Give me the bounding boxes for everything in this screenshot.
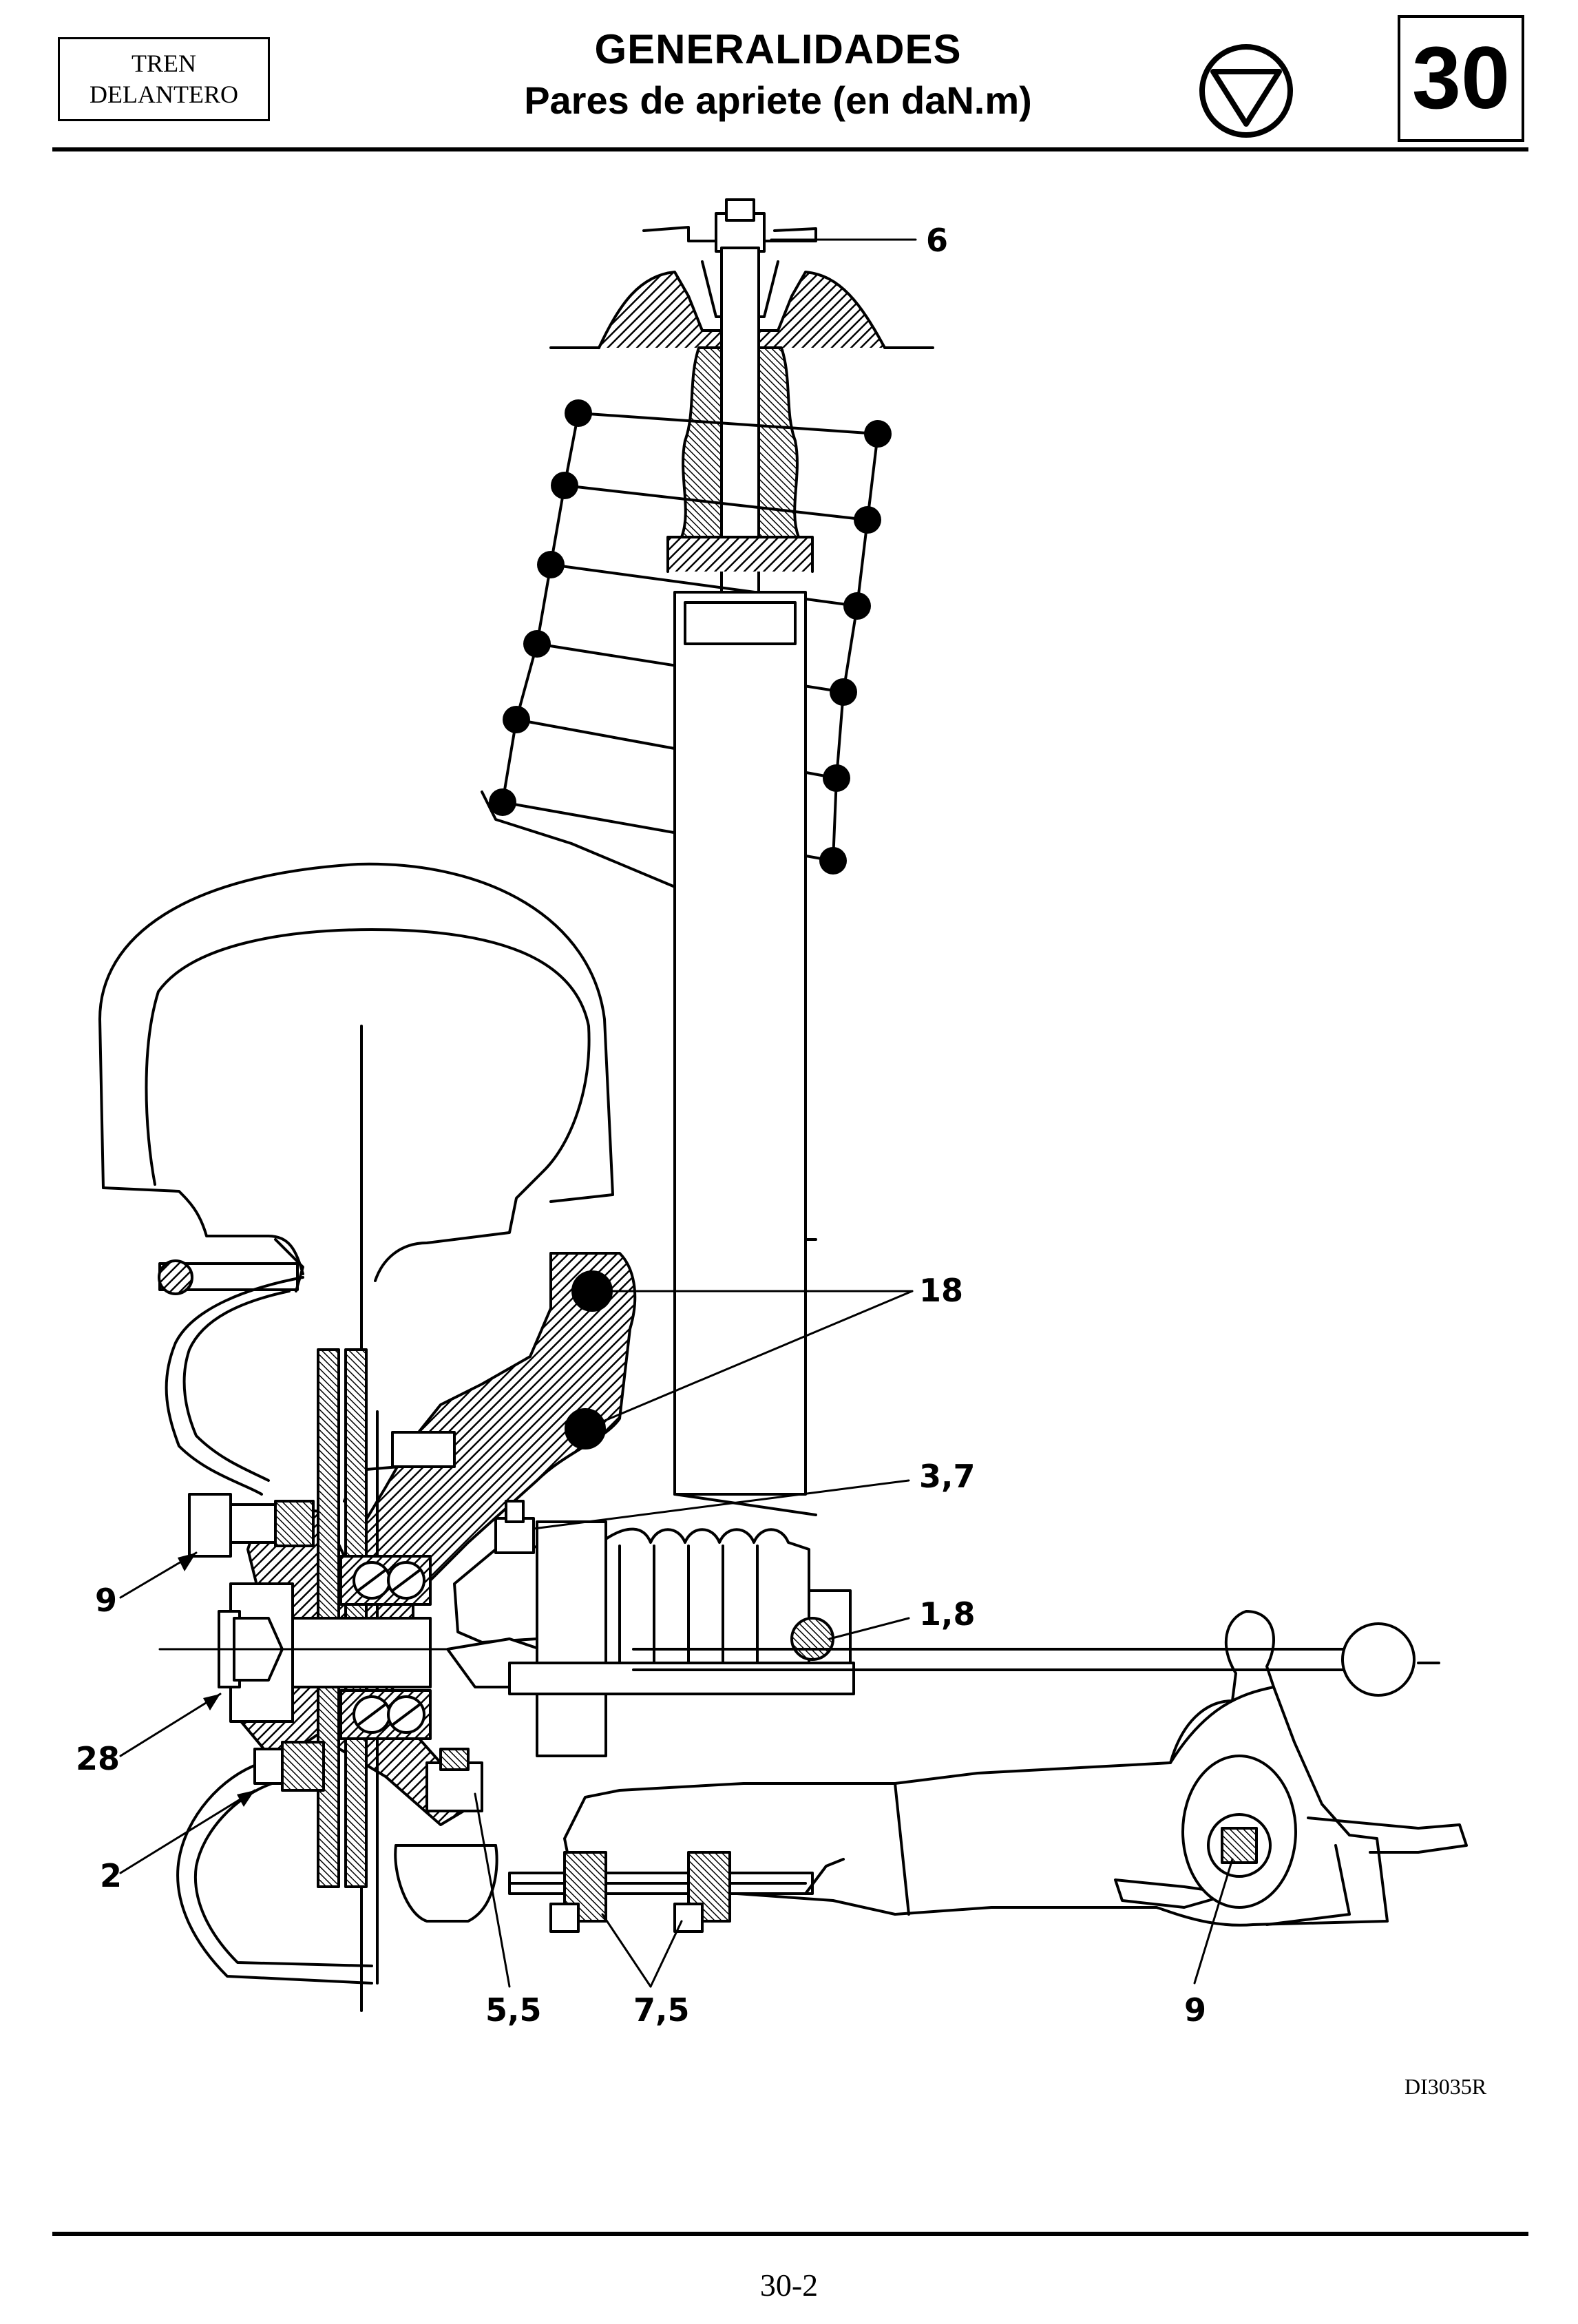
torque-callout-18: 18 — [919, 1272, 963, 1309]
lower-control-arm — [563, 1610, 1468, 1927]
steering-rack-boot — [508, 1520, 1440, 1757]
chapter-badge: 30 — [1398, 15, 1524, 142]
torque-callout-5-5: 5,5 — [485, 1991, 542, 2029]
lower-bolt — [253, 1741, 325, 1792]
dust-shield — [165, 1276, 373, 1985]
page-title-block: GENERALIDADES Pares de apriete (en daN.m… — [386, 25, 1170, 127]
shock-absorber-body — [673, 591, 817, 1516]
figure-reference: DI3035R — [1405, 2074, 1487, 2099]
leader-lines — [119, 238, 1234, 1988]
header-rule — [52, 147, 1528, 151]
torque-callout-9-caliper: 9 — [95, 1582, 117, 1619]
arm-pivot — [1181, 1755, 1297, 1909]
section-label-line-2: DELANTERO — [90, 81, 238, 108]
page-number: 30-2 — [759, 2268, 819, 2303]
footer-rule — [52, 2232, 1528, 2236]
section-label-line-1: TREN — [132, 50, 196, 77]
anti-roll-bar-link — [508, 1851, 845, 1933]
shock-rod — [666, 247, 814, 594]
section-label-box: TREN DELANTERO — [58, 37, 270, 121]
ball-joint — [394, 1748, 498, 1923]
arrow-heads — [178, 1553, 255, 1807]
page-title: GENERALIDADES — [594, 26, 962, 72]
torque-callout-28: 28 — [76, 1740, 120, 1777]
page-subtitle: Pares de apriete (en daN.m) — [524, 78, 1032, 122]
torque-callout-7-5: 7,5 — [633, 1991, 690, 2029]
upper-stud — [158, 1238, 304, 1295]
torque-callout-3-7: 3,7 — [919, 1458, 976, 1495]
triangle-in-circle-icon — [1199, 44, 1293, 138]
torque-callout-1-8: 1,8 — [919, 1595, 976, 1633]
torque-callout-6: 6 — [926, 222, 948, 259]
torque-callout-2: 2 — [100, 1857, 122, 1894]
hub-assembly — [158, 1582, 676, 1723]
torque-callout-9-arm: 9 — [1184, 1991, 1206, 2029]
caliper-bolt — [188, 1493, 315, 1558]
wheel-bearings — [339, 1555, 432, 1740]
